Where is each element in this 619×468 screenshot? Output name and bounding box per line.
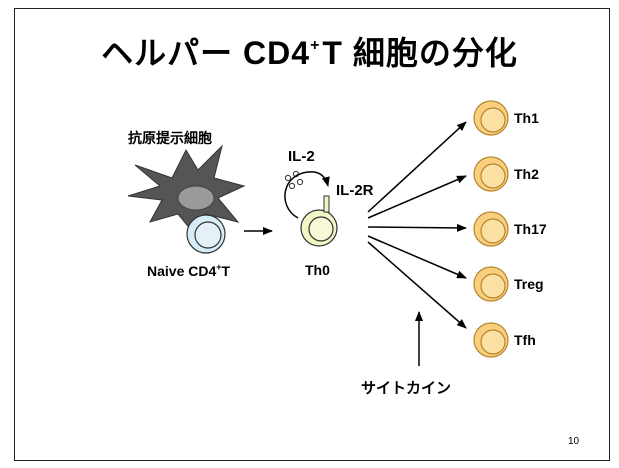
il2-molecule — [296, 178, 304, 186]
naive-t-label: Naive CD4+T — [147, 262, 231, 279]
il2r-label: IL-2R — [336, 182, 374, 199]
il2-label: IL-2 — [288, 148, 315, 165]
arrow-to-th1 — [367, 121, 467, 213]
th0-cell-nucleus — [308, 216, 334, 242]
th2-cell — [473, 156, 509, 192]
treg-label: Treg — [514, 276, 544, 292]
th17-cell — [473, 211, 509, 247]
th1-label: Th1 — [514, 110, 539, 126]
th17-label: Th17 — [514, 221, 547, 237]
tfh-cell — [473, 322, 509, 358]
th2-label: Th2 — [514, 166, 539, 182]
il2-molecule — [288, 182, 296, 190]
treg-cell — [473, 266, 509, 302]
slide-title: ヘルパー CD4+T 細胞の分化 — [0, 28, 619, 74]
page-number: 10 — [568, 436, 580, 447]
th1-cell — [473, 100, 509, 136]
title-superscript: + — [310, 37, 321, 54]
arrow-to-treg — [367, 235, 467, 279]
th0-label: Th0 — [305, 262, 330, 278]
arrow-to-th2 — [367, 175, 467, 219]
il2-molecule — [284, 174, 292, 182]
title-rest: T 細胞の分化 — [322, 35, 518, 71]
apc-label: 抗原提示細胞 — [128, 130, 212, 146]
il2-loop-arrow — [284, 171, 330, 219]
title-main: ヘルパー CD4 — [101, 35, 311, 71]
il2-receptor — [323, 195, 330, 213]
cytokine-label: サイトカイン — [361, 380, 452, 397]
naive-t-cell-nucleus — [194, 221, 222, 249]
arrow-to-th17 — [367, 223, 467, 232]
arrow-to-tfh — [367, 241, 467, 329]
apc-nucleus — [177, 185, 215, 211]
tfh-label: Tfh — [514, 332, 536, 348]
